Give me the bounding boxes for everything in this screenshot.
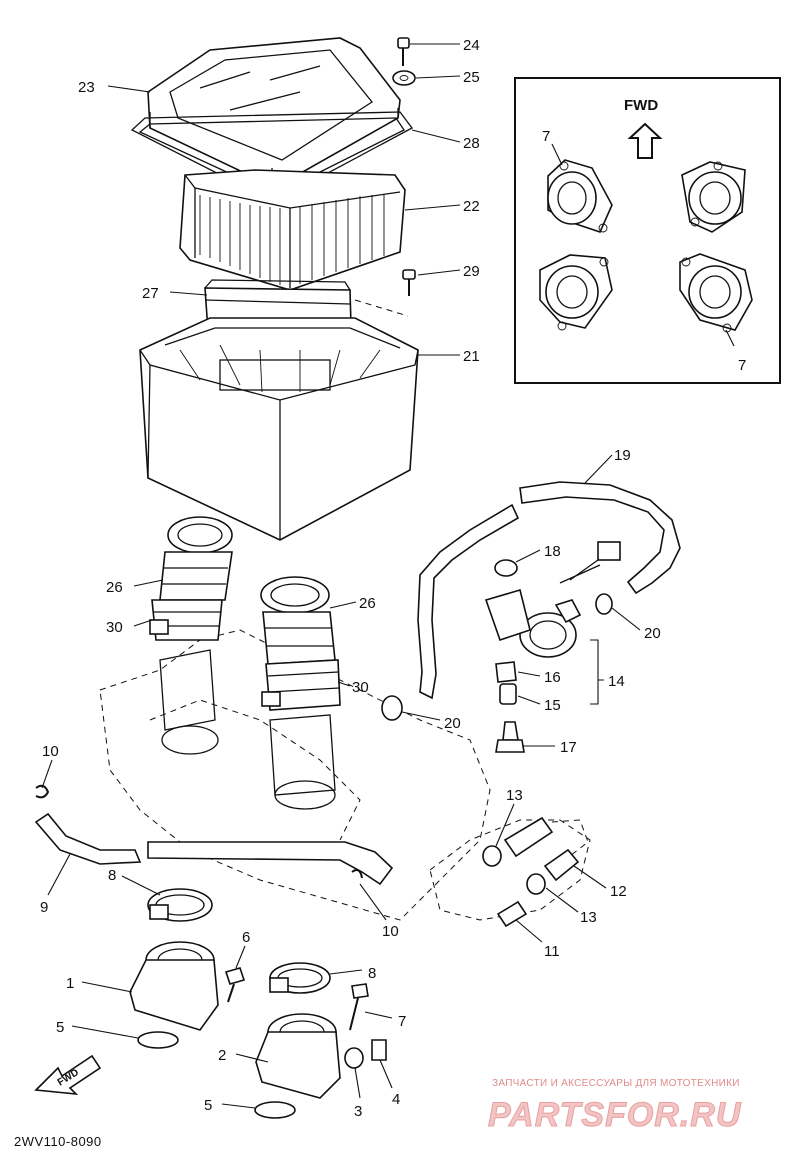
label-30-right: 30 (352, 679, 369, 696)
carburetor-joint-2 (255, 1013, 341, 1099)
label-8-upper: 8 (108, 867, 116, 884)
air-cleaner-cover (147, 37, 401, 186)
label-10-right: 10 (382, 923, 399, 940)
carburetor-joint-1 (129, 941, 219, 1031)
clip-4 (371, 1039, 387, 1061)
carb-joint-left (159, 516, 233, 601)
valve-joint (499, 683, 517, 705)
fwd-direction-arrow: FWD (34, 1054, 102, 1096)
label-27: 27 (142, 285, 159, 302)
drain-hose (34, 812, 394, 886)
inset-fwd-label: FWD (624, 97, 658, 114)
label-17: 17 (560, 739, 577, 756)
carb-band-left (149, 599, 223, 641)
label-11: 11 (544, 943, 560, 960)
label-12: 12 (610, 883, 627, 900)
label-8-lower: 8 (368, 965, 376, 982)
label-3: 3 (354, 1103, 362, 1120)
breather-hose (417, 481, 681, 700)
hose-12 (543, 848, 580, 882)
label-9: 9 (40, 899, 48, 916)
nipple-11 (496, 900, 528, 928)
label-20-lower: 20 (444, 715, 461, 732)
label-19: 19 (614, 447, 631, 464)
label-26-right: 26 (359, 595, 376, 612)
inset-panel: FWD 7 7 (514, 77, 781, 384)
label-2: 2 (218, 1047, 226, 1064)
label-25: 25 (463, 69, 480, 86)
screw-6 (224, 967, 246, 1003)
watermark-tagline: ЗАПЧАСТИ И АКСЕССУАРЫ ДЛЯ МОТОТЕХНИКИ (492, 1078, 740, 1089)
label-5-lower: 5 (204, 1097, 212, 1114)
label-10-left: 10 (42, 743, 59, 760)
air-cut-valve (484, 541, 621, 658)
label-6: 6 (242, 929, 250, 946)
label-30-left: 30 (106, 619, 123, 636)
leader-lines (41, 43, 641, 1109)
label-29: 29 (463, 263, 480, 280)
hose-clip-upper (595, 593, 613, 615)
diagram-code: 2WV110-8090 (14, 1134, 102, 1149)
hose-cap (494, 559, 518, 577)
hose-clip-small (35, 784, 50, 799)
label-13-upper: 13 (506, 787, 523, 804)
o-ring-5-upper (137, 1031, 179, 1049)
label-18: 18 (544, 543, 561, 560)
watermark-logo: PARTSFOR.RU (488, 1096, 742, 1134)
small-hose-top (503, 816, 554, 858)
hose-band-13-top (482, 845, 502, 867)
inset-joint-front-left (547, 159, 613, 233)
label-7: 7 (398, 1013, 406, 1030)
screw-7 (349, 983, 369, 1031)
air-cleaner-case (139, 317, 419, 541)
valve-cap (495, 661, 517, 683)
band-8-upper (147, 888, 213, 922)
valve-screw (495, 721, 525, 753)
label-5-upper: 5 (56, 1019, 64, 1036)
hose-band-13-bottom (526, 873, 546, 895)
carburetor-assembly (159, 649, 336, 810)
o-ring-5-lower (254, 1101, 296, 1119)
label-15: 15 (544, 697, 561, 714)
label-24: 24 (463, 37, 480, 54)
collar-3 (344, 1047, 364, 1069)
label-20-upper: 20 (644, 625, 661, 642)
label-21: 21 (463, 348, 480, 365)
inset-joint-front-right (681, 161, 746, 233)
label-22: 22 (463, 198, 480, 215)
case-screw (402, 269, 416, 296)
engine-outline-ghost (99, 629, 591, 921)
inset-joint-rear-left (539, 254, 613, 331)
label-14: 14 (608, 673, 625, 690)
label-1: 1 (66, 975, 74, 992)
label-26-left: 26 (106, 579, 123, 596)
hose-clip-small-right (351, 869, 363, 879)
inset-label-7-top: 7 (542, 128, 550, 145)
label-4: 4 (392, 1091, 400, 1108)
inset-label-7-bottom: 7 (738, 357, 746, 374)
inset-fwd-arrow-icon (627, 122, 663, 159)
air-filter-element (179, 169, 406, 291)
inset-joint-rear-right (679, 253, 753, 333)
part-labels: 23 24 25 28 22 29 27 21 19 18 26 26 30 3… (40, 37, 661, 1120)
hose-clip-lower (381, 695, 403, 721)
label-16: 16 (544, 669, 561, 686)
watermark: ЗАПЧАСТИ И АКСЕССУАРЫ ДЛЯ МОТОТЕХНИКИ PA… (488, 1078, 742, 1135)
carb-joint-right (260, 576, 336, 665)
cover-screw (397, 37, 410, 66)
label-23: 23 (78, 79, 95, 96)
carb-band-right (261, 659, 341, 711)
band-8-lower (269, 962, 331, 994)
label-13-lower: 13 (580, 909, 597, 926)
label-28: 28 (463, 135, 480, 152)
cover-washer (392, 70, 416, 86)
